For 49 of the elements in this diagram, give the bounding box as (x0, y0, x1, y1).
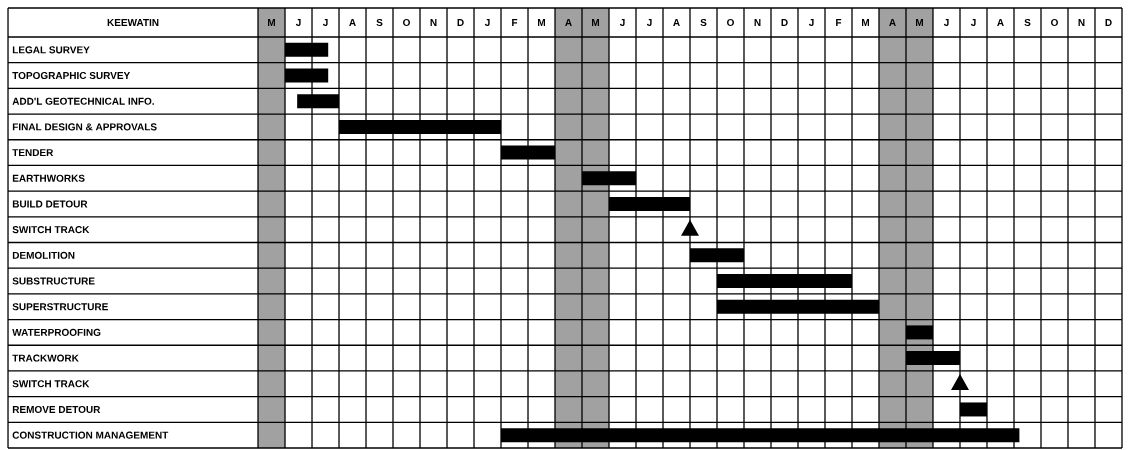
month-label: S (376, 18, 383, 27)
month-label: M (538, 19, 545, 26)
month-label: A (565, 19, 572, 26)
task-label: TENDER (12, 149, 54, 157)
month-label: D (781, 19, 788, 26)
month-label: S (1024, 18, 1031, 27)
month-label: J (484, 19, 490, 26)
month-label: J (943, 19, 949, 26)
task-label: LEGAL SURVEY (12, 46, 90, 54)
month-label: O (1051, 18, 1058, 27)
month-label: F (836, 19, 842, 26)
task-label: WATERPROOFING (12, 328, 101, 336)
task-label: SUPERSTRUCTURE (12, 303, 108, 311)
month-label: N (430, 19, 437, 26)
task-label: DEMOLITION (12, 251, 75, 259)
month-label: J (295, 19, 301, 26)
month-label: J (970, 19, 976, 26)
month-label: M (592, 19, 599, 26)
month-label: N (1078, 19, 1085, 26)
task-label: REMOVE DETOUR (12, 405, 101, 413)
task-label: SUBSTRUCTURE (12, 277, 95, 285)
task-label: FINAL DESIGN & APPROVALS (12, 123, 157, 131)
task-label: SWITCH TRACK (12, 226, 90, 234)
month-label: M (916, 19, 923, 26)
month-label: F (512, 19, 518, 26)
month-label: D (457, 19, 464, 26)
task-label: CONSTRUCTION MANAGEMENT (12, 431, 169, 439)
task-label: TOPOGRAPHIC SURVEY (12, 72, 131, 80)
month-label: J (808, 19, 814, 26)
month-label: S (700, 18, 707, 27)
month-label: J (322, 19, 328, 26)
month-label: D (1105, 19, 1112, 26)
month-label: M (268, 19, 275, 26)
month-label: A (349, 19, 356, 26)
task-label: SWITCH TRACK (12, 380, 90, 388)
month-label: O (403, 18, 410, 27)
task-label: ADD'L GEOTECHNICAL INFO. (12, 97, 154, 105)
task-label: TRACKWORK (12, 354, 79, 362)
month-label: O (727, 18, 734, 27)
task-label: BUILD DETOUR (12, 200, 88, 208)
month-label: M (862, 19, 869, 26)
month-label: J (619, 19, 625, 26)
month-label: N (754, 19, 761, 26)
month-label: A (889, 19, 896, 26)
month-label: A (997, 19, 1004, 26)
month-label: J (646, 19, 652, 26)
title: KEEWATIN (107, 19, 159, 26)
task-label: EARTHWORKS (12, 174, 85, 182)
month-label: A (673, 19, 680, 26)
